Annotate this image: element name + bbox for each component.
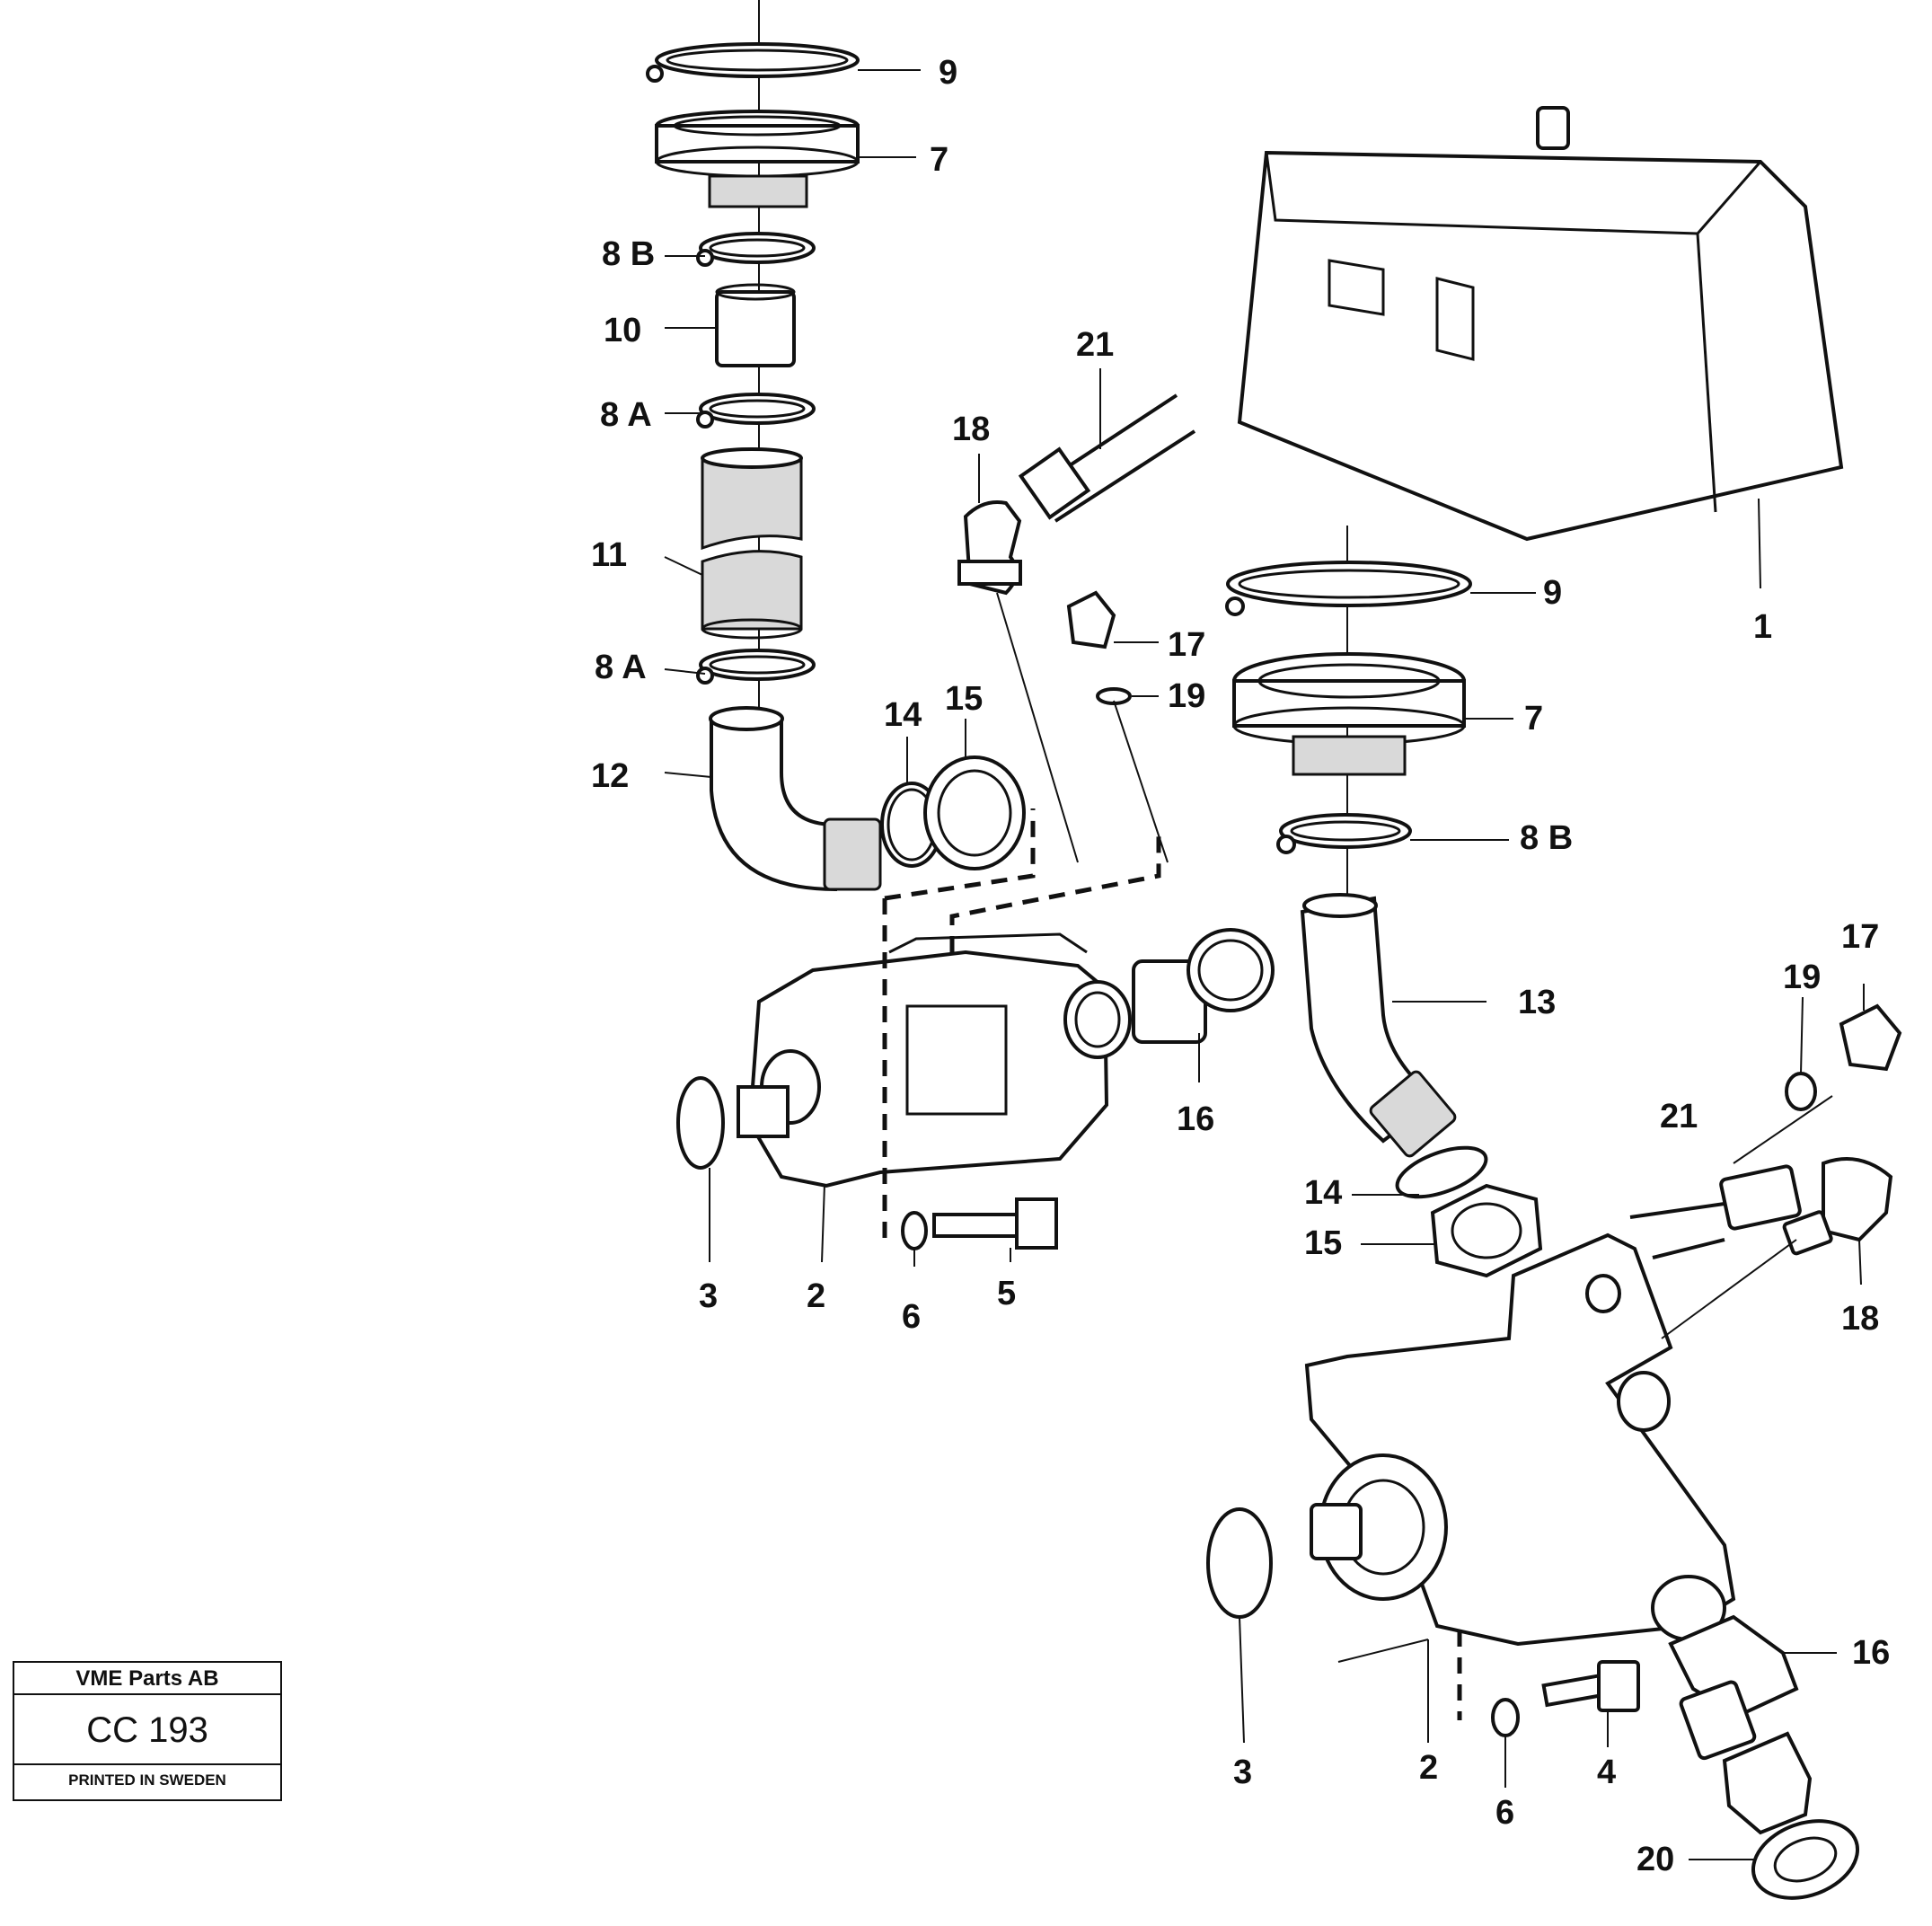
union-nut-15-lower	[1430, 1183, 1543, 1278]
callout-8b-upper: 8 B	[602, 235, 655, 273]
elbow-fitting-17-upper	[1066, 590, 1116, 649]
hose-clamp-8b-lower	[1276, 813, 1412, 854]
callout-labels: 9 7 8 B 10 8 A 11 8 A 12 14 15 21 18 17 …	[591, 54, 1890, 1878]
callout-8a-lower: 8 A	[595, 649, 647, 686]
drawing-code: CC 193	[14, 1695, 280, 1765]
callout-13: 13	[1518, 984, 1556, 1021]
callout-5: 5	[997, 1275, 1016, 1312]
right-hose-fittings	[1629, 1003, 1902, 1339]
callout-1: 1	[1753, 608, 1772, 646]
callout-14-lower: 14	[1304, 1174, 1342, 1212]
o-ring-14-lower	[1395, 1145, 1488, 1199]
callout-15-lower: 15	[1304, 1224, 1342, 1262]
hose-clamp-8a-upper	[696, 393, 816, 428]
union-nut-15-upper	[923, 755, 1026, 870]
washer-6-upper	[901, 1211, 928, 1250]
callout-8a-upper: 8 A	[600, 396, 652, 434]
hose-clamp-8b-upper	[696, 232, 816, 267]
hose-21-lower	[1719, 1164, 1802, 1231]
hydraulic-tank-1	[1237, 106, 1844, 542]
callout-21-lower: 21	[1660, 1098, 1698, 1135]
callout-17-upper: 17	[1168, 626, 1205, 664]
washer-6-lower	[1491, 1698, 1520, 1737]
bolt-4	[1541, 1660, 1640, 1712]
hose-11	[701, 447, 803, 640]
callout-21-upper: 21	[1076, 326, 1114, 364]
callout-16-lower: 16	[1852, 1634, 1890, 1672]
bolt-5	[932, 1197, 1058, 1250]
callout-20: 20	[1636, 1841, 1674, 1878]
elbow-fitting-18-lower	[1782, 1157, 1893, 1256]
callout-9-upper: 9	[939, 54, 957, 92]
fitting-16-lower	[1668, 1614, 1799, 1761]
elbow-pipe-12	[709, 706, 882, 892]
callout-18-upper: 18	[952, 411, 990, 448]
elbow-pipe-13	[1300, 893, 1457, 1158]
callout-6-lower: 6	[1495, 1794, 1514, 1832]
callout-7-upper: 7	[930, 141, 948, 179]
upper-hose-fittings	[957, 393, 1196, 863]
callout-12: 12	[591, 757, 629, 795]
left-pump-assembly	[676, 808, 1275, 1250]
callout-8b-lower: 8 B	[1520, 819, 1573, 857]
callout-11: 11	[591, 536, 627, 574]
callout-10: 10	[604, 312, 641, 349]
hose-clamp-9-upper	[646, 42, 860, 83]
seal-ring-19-lower	[1785, 1072, 1817, 1111]
elbow-fitting-17-lower	[1839, 1003, 1902, 1072]
callout-2-upper: 2	[807, 1277, 825, 1315]
hose-21-upper	[1018, 446, 1091, 520]
callout-6-upper: 6	[902, 1298, 921, 1336]
company-name: VME Parts AB	[14, 1663, 280, 1695]
flange-7-upper	[655, 110, 860, 208]
fitting-16-upper	[1132, 928, 1275, 1044]
elbow-fitting-20	[1722, 1731, 1860, 1900]
callout-15-upper: 15	[945, 680, 983, 718]
flange-7-lower	[1232, 652, 1466, 776]
callout-16-upper: 16	[1177, 1100, 1214, 1138]
callout-2-lower: 2	[1419, 1749, 1438, 1787]
callout-3-lower: 3	[1233, 1754, 1252, 1791]
right-pump-assembly	[1206, 1232, 1860, 1900]
callout-14-upper: 14	[884, 696, 922, 734]
title-block: VME Parts AB CC 193 PRINTED IN SWEDEN	[13, 1661, 282, 1801]
hose-clamp-8a-lower	[696, 649, 816, 685]
printed-in: PRINTED IN SWEDEN	[68, 1771, 226, 1789]
callout-19-upper: 19	[1168, 677, 1205, 715]
callout-3-upper: 3	[699, 1277, 718, 1315]
callout-18-lower: 18	[1841, 1300, 1879, 1338]
callout-7-lower: 7	[1524, 700, 1543, 738]
callout-17-lower: 17	[1841, 918, 1879, 956]
leader-lines	[664, 69, 1865, 1860]
right-suction-stack	[1225, 526, 1543, 1278]
hose-clamp-9-lower	[1225, 561, 1472, 616]
left-suction-stack	[646, 0, 1026, 892]
callout-4: 4	[1597, 1754, 1616, 1791]
pipe-nipple-10	[715, 283, 796, 367]
callout-9-lower: 9	[1543, 574, 1562, 612]
callout-19-lower: 19	[1783, 959, 1821, 996]
elbow-fitting-18-upper	[957, 500, 1022, 596]
